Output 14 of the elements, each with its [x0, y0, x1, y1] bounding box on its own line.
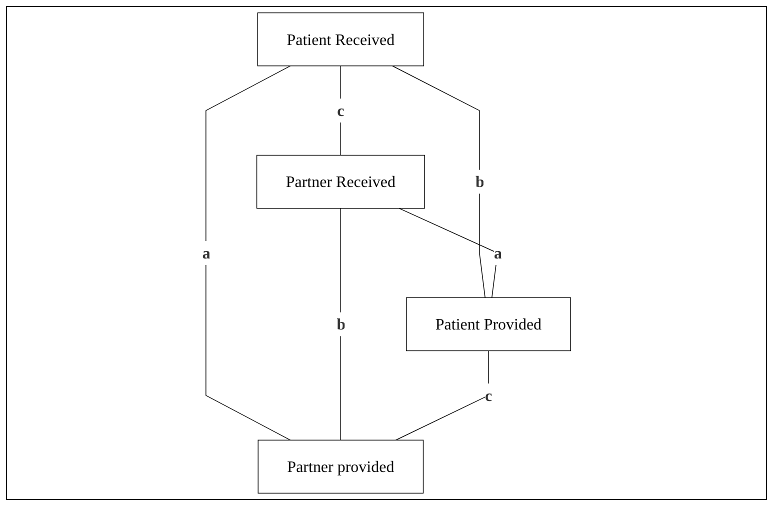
node-box: [256, 154, 425, 209]
edge-label: c: [337, 101, 344, 120]
connector: [340, 208, 342, 440]
connector: [392, 66, 486, 298]
connector: [340, 66, 342, 156]
edge-label: b: [475, 172, 484, 191]
node-box: [258, 440, 424, 494]
node-box: [406, 297, 571, 352]
edge-label: c: [484, 386, 492, 405]
edge-label: b: [336, 315, 346, 334]
connector: [395, 350, 489, 440]
connector: [398, 208, 498, 298]
connector: [206, 66, 291, 440]
node-box: [257, 12, 424, 66]
